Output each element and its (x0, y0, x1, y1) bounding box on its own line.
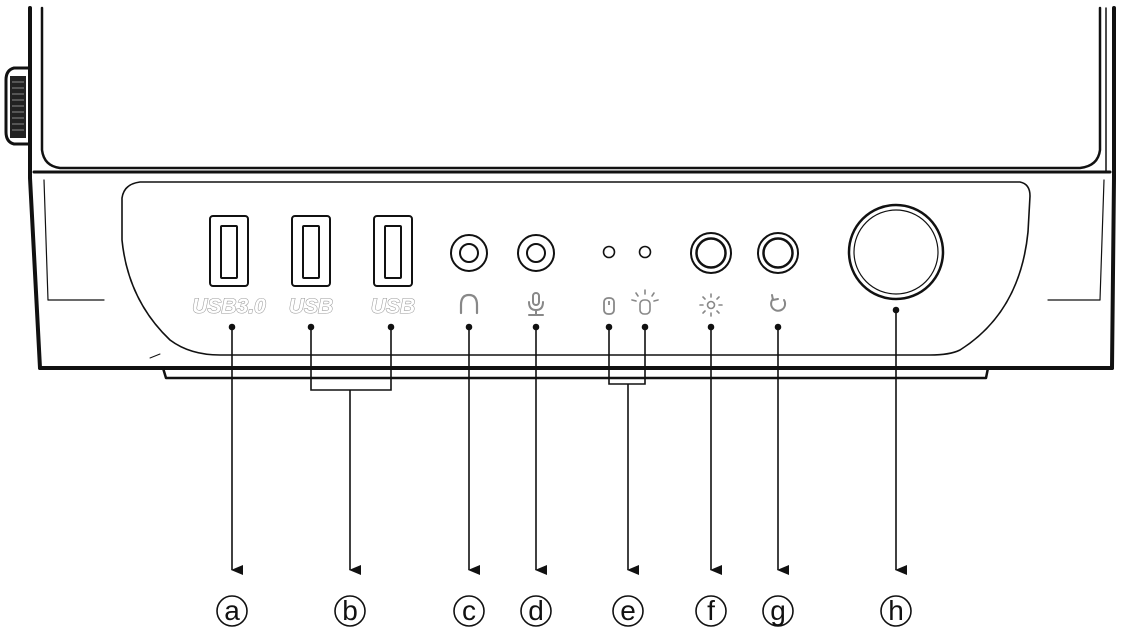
side-latch (4, 66, 30, 146)
callout-b: b (334, 595, 366, 627)
microphone-icon (528, 292, 544, 316)
usb-port-2[interactable] (373, 215, 413, 287)
callout-h: h (880, 595, 912, 627)
callout-b-letter: b (342, 595, 358, 626)
led-light-icon (699, 293, 723, 317)
callout-d-letter: d (528, 595, 544, 626)
power-led-icon (631, 289, 659, 315)
headphone-icon (459, 293, 479, 315)
reset-button[interactable] (757, 232, 799, 274)
microphone-jack[interactable] (517, 234, 555, 272)
hdd-led-icon (603, 297, 615, 315)
reset-icon (770, 294, 787, 312)
power-button[interactable] (847, 203, 945, 301)
callout-a-letter: a (224, 595, 240, 626)
callout-g-letter: g (770, 595, 786, 626)
led-light-button[interactable] (690, 232, 732, 274)
callout-c-letter: c (462, 595, 476, 626)
callout-c: c (453, 595, 485, 627)
callout-f-letter: f (707, 595, 715, 626)
usb3-port[interactable] (209, 215, 249, 287)
power-led (638, 245, 652, 259)
callout-g: g (762, 595, 794, 627)
hdd-led (602, 245, 616, 259)
usb-label-2: USB (371, 295, 415, 318)
callout-h-letter: h (888, 595, 904, 626)
leader-lines (228, 306, 907, 575)
usb3-label: USB3.0 (192, 295, 266, 318)
usb-port-1[interactable] (291, 215, 331, 287)
callout-f: f (695, 595, 727, 627)
usb-label-1: USB (289, 295, 333, 318)
case-body (28, 6, 1116, 380)
callout-e: e (612, 595, 644, 627)
callout-e-letter: e (620, 595, 636, 626)
callout-a: a (216, 595, 248, 627)
callout-d: d (520, 595, 552, 627)
headphone-jack[interactable] (450, 234, 488, 272)
